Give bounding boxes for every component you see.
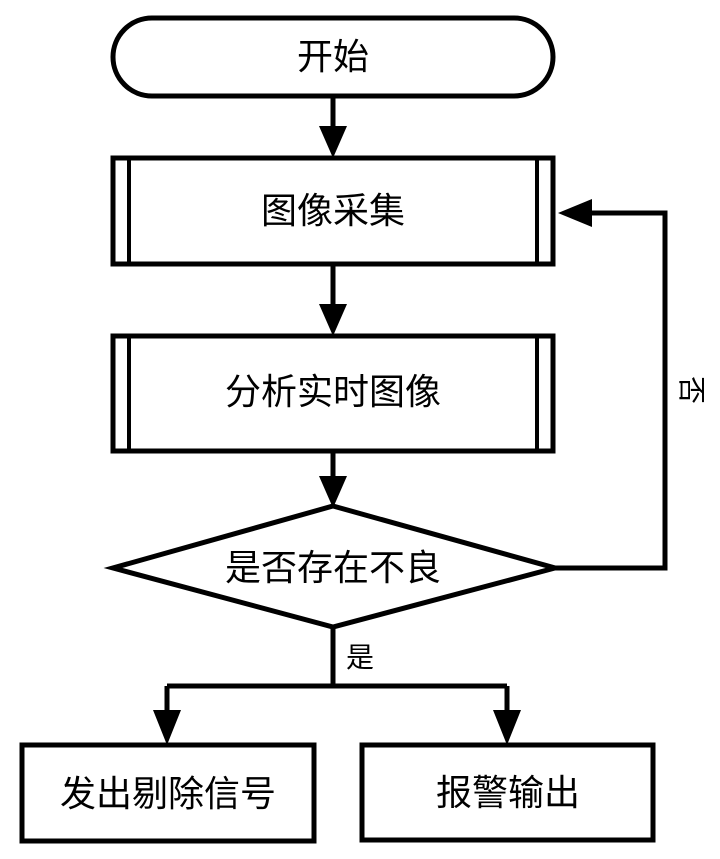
- arrow-head-icon: [153, 710, 181, 745]
- node-alarm-output[interactable]: 报警输出: [359, 742, 656, 843]
- edge-start-to-capture: [319, 96, 347, 158]
- edge-capture-to-analyze: [319, 265, 347, 336]
- edge-decision-yes-split: 是: [153, 627, 521, 745]
- edge-decision-no-feedback: 否: [555, 199, 708, 571]
- arrow-head-icon: [493, 710, 521, 745]
- node-decision-shape: [103, 503, 565, 630]
- node-analyze-image-shape: [110, 333, 556, 454]
- node-start-label: 开始: [297, 37, 369, 78]
- arrow-head-icon: [319, 126, 347, 158]
- node-analyze-image[interactable]: 分析实时图像: [110, 333, 556, 454]
- node-reject-signal-shape: [19, 742, 317, 844]
- node-image-capture-shape: [110, 155, 556, 267]
- edge-label-no: 否: [675, 376, 708, 404]
- arrow-head-icon: [319, 304, 347, 336]
- node-image-capture[interactable]: 图像采集: [110, 155, 556, 267]
- node-decision[interactable]: 是否存在不良: [103, 503, 565, 630]
- node-alarm-output-shape: [359, 742, 656, 843]
- node-reject-signal[interactable]: 发出剔除信号: [19, 742, 317, 844]
- arrow-head-icon: [558, 199, 592, 227]
- edge-line: [555, 210, 668, 571]
- edge-label-yes: 是: [346, 641, 374, 674]
- node-start[interactable]: 开始: [110, 15, 556, 99]
- node-decision-label: 是否存在不良: [225, 548, 441, 589]
- node-reject-signal-label: 发出剔除信号: [60, 774, 276, 815]
- node-start-shape: [110, 15, 556, 99]
- node-image-capture-label: 图像采集: [261, 191, 405, 232]
- arrow-head-icon: [319, 476, 347, 508]
- node-analyze-image-label: 分析实时图像: [225, 372, 441, 413]
- edge-analyze-to-decision: [319, 452, 347, 508]
- node-alarm-output-label: 报警输出: [436, 773, 580, 814]
